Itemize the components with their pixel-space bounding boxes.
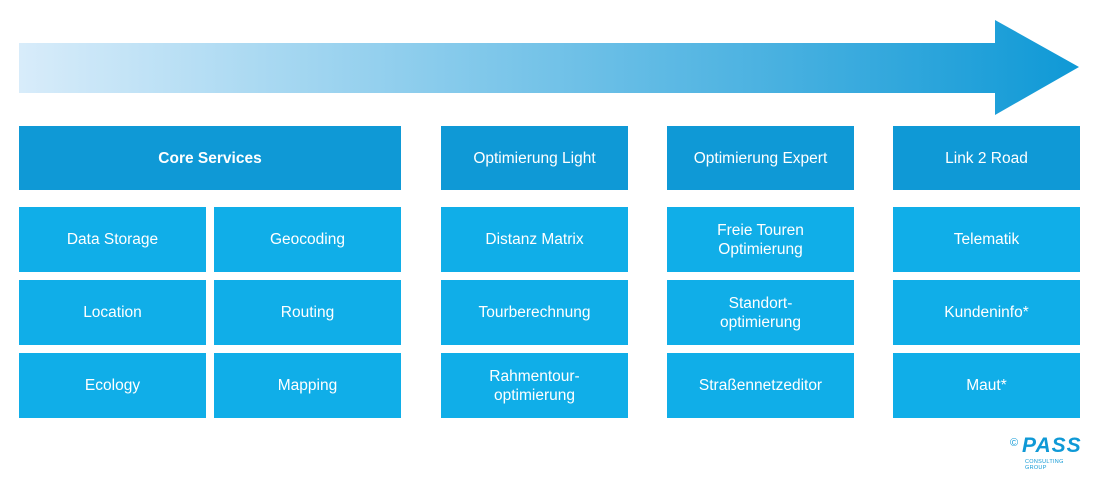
header-optimierung-expert: Optimierung Expert: [667, 126, 854, 190]
item-routing: Routing: [214, 280, 401, 345]
pass-logo: © PASS CONSULTING GROUP: [1010, 434, 1082, 471]
item-strassennetzeditor: Straßennetzeditor: [667, 353, 854, 418]
item-tourberechnung: Tourberechnung: [441, 280, 628, 345]
item-standort-optimierung: Standort- optimierung: [667, 280, 854, 345]
item-freie-touren-optimierung: Freie Touren Optimierung: [667, 207, 854, 272]
item-kundeninfo: Kundeninfo*: [893, 280, 1080, 345]
item-geocoding: Geocoding: [214, 207, 401, 272]
item-data-storage: Data Storage: [19, 207, 206, 272]
item-mapping: Mapping: [214, 353, 401, 418]
logo-tagline: CONSULTING GROUP: [1025, 459, 1064, 471]
copyright-symbol: ©: [1010, 437, 1019, 449]
logo-brand: PASS: [1022, 434, 1082, 457]
header-link-2-road: Link 2 Road: [893, 126, 1080, 190]
progress-arrow: [19, 20, 1079, 115]
header-optimierung-light: Optimierung Light: [441, 126, 628, 190]
item-rahmentour-optimierung: Rahmentour- optimierung: [441, 353, 628, 418]
item-telematik: Telematik: [893, 207, 1080, 272]
item-location: Location: [19, 280, 206, 345]
header-core-services: Core Services: [19, 126, 401, 190]
item-ecology: Ecology: [19, 353, 206, 418]
item-maut: Maut*: [893, 353, 1080, 418]
item-distanz-matrix: Distanz Matrix: [441, 207, 628, 272]
